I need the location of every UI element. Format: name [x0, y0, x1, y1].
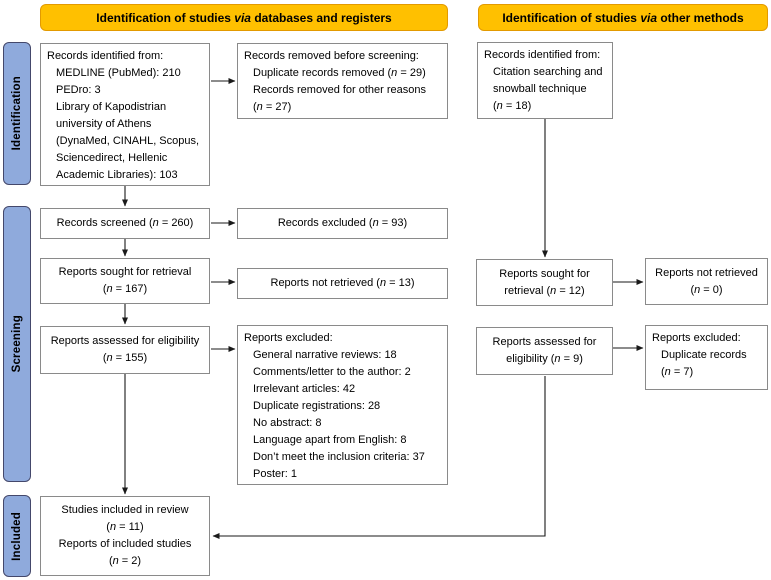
- header-text-via: via: [640, 10, 658, 25]
- box-line: Reports excluded:: [652, 332, 741, 344]
- box-records-screened: Records screened (n = 260): [40, 208, 210, 239]
- box-line: Reports excluded:: [244, 332, 333, 344]
- box-line: Records removed for other reasons: [253, 84, 427, 96]
- box-line: Reports assessed for: [492, 336, 597, 348]
- header-text-pre: Identification of studies: [96, 10, 235, 25]
- box-reports-not-retrieved-other: Reports not retrieved (n = 0): [645, 258, 768, 305]
- box-records-identified-databases: Records identified from: MEDLINE (PubMed)…: [40, 43, 210, 186]
- box-records-identified-other: Records identified from: Citation searchi…: [477, 42, 613, 119]
- box-line: Reports sought for: [499, 267, 590, 280]
- box-records-excluded: Records excluded (n = 93): [237, 208, 448, 239]
- stage-label-text: Screening: [11, 315, 23, 373]
- header-text-post: other methods: [657, 10, 744, 25]
- box-line: Reports sought for retrieval: [58, 266, 192, 278]
- box-line: Studies included in review: [61, 504, 189, 516]
- box-line: (DynaMed, CINAHL, Scopus,: [56, 135, 200, 147]
- header-text-via: via: [234, 10, 251, 25]
- header-other-methods: Identification of studies via other meth…: [478, 4, 768, 31]
- box-reports-not-retrieved-databases: Reports not retrieved (n = 13): [237, 268, 448, 299]
- box-line: Comments/letter to the author: 2: [253, 366, 411, 378]
- box-reports-excluded-other: Reports excluded: Duplicate records (n = 7…: [645, 325, 768, 390]
- box-line: Reports of included studies: [58, 538, 192, 550]
- box-reports-sought-other: Reports sought for retrieval (n = 12): [476, 259, 613, 306]
- box-line: (n = 167): [102, 283, 148, 295]
- box-line: Citation searching and: [493, 66, 603, 78]
- stage-label-included: Included: [3, 495, 31, 577]
- box-reports-assessed-other: Reports assessed for eligibility (n = 9): [476, 327, 613, 375]
- box-line: (n = 7): [661, 366, 694, 378]
- box-reports-sought-databases: Reports sought for retrieval (n = 167): [40, 258, 210, 304]
- box-line: Poster: 1: [253, 468, 298, 480]
- box-line: eligibility (n = 9): [506, 353, 583, 365]
- box-records-removed-before-screening: Records removed before screening: Duplica…: [237, 43, 448, 119]
- box-line: Duplicate records removed (n = 29): [253, 67, 426, 79]
- header-databases-registers: Identification of studies via databases …: [40, 4, 448, 31]
- stage-label-text: Identification: [11, 76, 23, 151]
- box-line: General narrative reviews: 18: [253, 349, 397, 361]
- stage-label-screening: Screening: [3, 206, 31, 482]
- box-line: Duplicate records: [661, 349, 747, 361]
- box-line: Reports not retrieved (n = 13): [270, 277, 415, 289]
- box-line: Sciencedirect, Hellenic: [56, 152, 168, 164]
- box-line: (n = 27): [253, 101, 292, 113]
- box-line: Records identified from:: [47, 50, 164, 62]
- box-line: (n = 155): [102, 352, 148, 364]
- box-line: Don’t meet the inclusion criteria: 37: [253, 451, 425, 463]
- box-line: MEDLINE (PubMed): 210: [56, 67, 181, 79]
- box-line: Irrelevant articles: 42: [253, 383, 356, 395]
- box-line: No abstract: 8: [253, 417, 322, 429]
- header-text: Identification of studies via databases …: [96, 11, 391, 25]
- box-line: Language apart from English: 8: [253, 434, 407, 446]
- box-line: Library of Kapodistrian: [56, 101, 167, 113]
- box-line: Duplicate registrations: 28: [253, 400, 381, 412]
- box-line: Academic Libraries): 103: [56, 169, 178, 181]
- box-line: Reports not retrieved: [655, 266, 758, 279]
- box-reports-excluded-databases: Reports excluded: General narrative revie…: [237, 325, 448, 485]
- header-text-pre: Identification of studies: [502, 10, 641, 25]
- box-line: Records identified from:: [484, 49, 601, 61]
- box-reports-assessed-databases: Reports assessed for eligibility (n = 155…: [40, 326, 210, 374]
- stage-label-text: Included: [11, 511, 23, 561]
- box-studies-included: Studies included in review (n = 11) Report…: [40, 496, 210, 576]
- box-line: (n = 18): [493, 100, 532, 112]
- box-line: university of Athens: [56, 118, 152, 130]
- box-line: Reports assessed for eligibility: [50, 335, 200, 347]
- box-line: PEDro: 3: [56, 84, 101, 96]
- stage-label-identification: Identification: [3, 42, 31, 185]
- box-line: retrieval (n = 12): [504, 284, 585, 297]
- box-line: snowball technique: [493, 83, 587, 95]
- box-line: Records screened (n = 260): [56, 217, 194, 229]
- header-text-post: databases and registers: [250, 10, 392, 25]
- box-line: (n = 11): [106, 521, 144, 533]
- box-line: (n = 2): [108, 555, 142, 567]
- box-line: Records excluded (n = 93): [277, 217, 408, 229]
- box-line: Records removed before screening:: [244, 50, 419, 62]
- box-line: (n = 0): [690, 283, 723, 296]
- header-text: Identification of studies via other meth…: [502, 11, 743, 25]
